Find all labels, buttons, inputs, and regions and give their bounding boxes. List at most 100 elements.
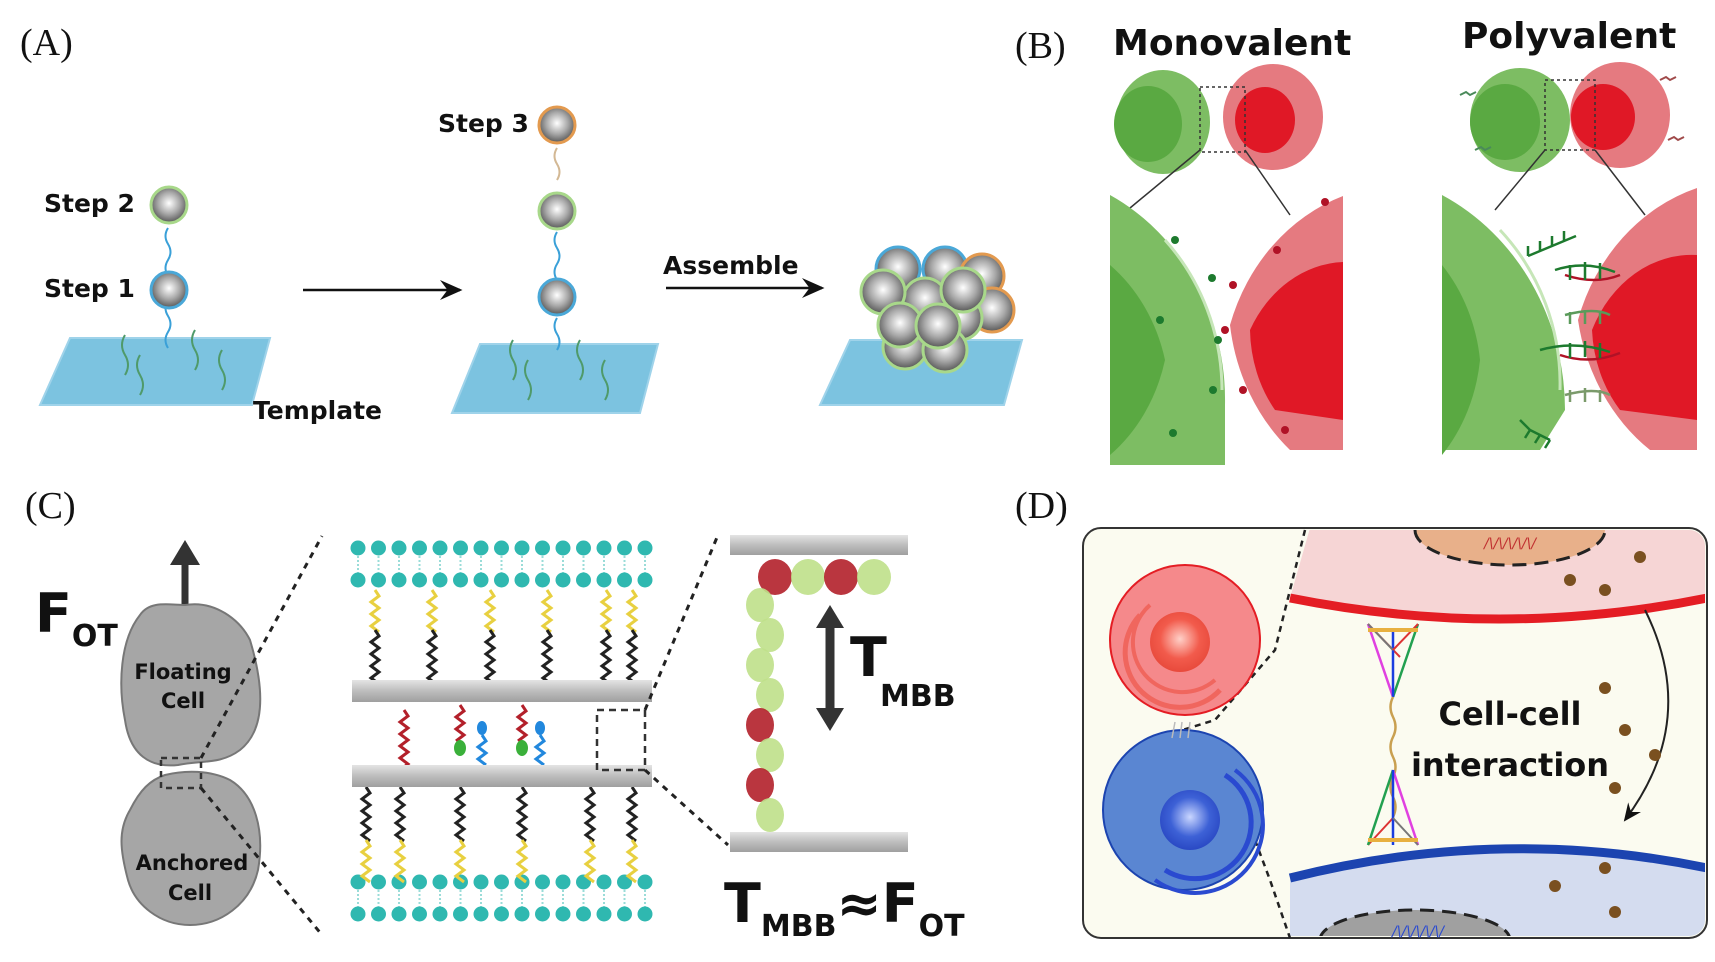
- dna-strand: [393, 839, 407, 884]
- red-cell-dna-glyph: /\/\/\/\/\/: [1482, 536, 1537, 552]
- dna-strand: [393, 786, 407, 843]
- helix-turn: [746, 648, 774, 682]
- lipid-head: [514, 906, 530, 922]
- lipid-head: [453, 572, 468, 588]
- lipid-head: [412, 572, 427, 588]
- lipid-head: [350, 540, 366, 556]
- lipid-head: [432, 874, 448, 890]
- dna-strand: [483, 589, 497, 634]
- step1-particle: [149, 270, 189, 310]
- lipid-head: [432, 906, 448, 922]
- dna-helix: [746, 559, 891, 832]
- dna-strand: [625, 839, 639, 884]
- lipid-head: [535, 540, 550, 556]
- lipid-head: [391, 540, 407, 556]
- helix-turn: [746, 768, 774, 802]
- dna-strand: [599, 589, 613, 634]
- dna-strand: [625, 589, 639, 634]
- lipid-head: [555, 540, 571, 556]
- dna-fluorophore: [535, 721, 545, 735]
- interaction-caption-1: Cell-cell: [1438, 695, 1581, 733]
- anchored-cell-label-1: Anchored: [136, 851, 249, 875]
- lipid-head: [596, 572, 612, 588]
- red-cell-membrane: [1289, 593, 1705, 624]
- dna-strand: [359, 839, 373, 884]
- blue-cell-membrane: [1288, 844, 1705, 883]
- dna-strand: [425, 629, 439, 686]
- monovalent-small-cells: [1114, 64, 1323, 216]
- lipid-head: [637, 540, 653, 556]
- lipid-head: [391, 874, 407, 890]
- zoom-bar-top: [730, 535, 908, 555]
- lipid-head: [391, 572, 407, 588]
- panel-a-label: (A): [20, 22, 73, 64]
- helix-turn: [756, 798, 784, 832]
- dna-strand: [515, 704, 529, 743]
- lipid-head: [473, 906, 489, 922]
- lipid-head: [535, 572, 550, 588]
- template-surface-2: [450, 147, 660, 414]
- lipid-head: [617, 540, 632, 556]
- dna-strand: [533, 734, 547, 767]
- lipid-head: [432, 540, 448, 556]
- dna-strand: [368, 629, 382, 686]
- lipid-head: [371, 906, 386, 922]
- anchored-cell: [120, 770, 262, 927]
- lipid-head: [412, 540, 427, 556]
- lipid-head: [473, 874, 489, 890]
- lipid-head: [596, 540, 612, 556]
- monovalent-title: Monovalent: [1113, 23, 1351, 64]
- dna-strand: [425, 589, 439, 634]
- panel-c-label: (C): [25, 485, 76, 527]
- helix-turn: [756, 618, 784, 652]
- dna-strand: [583, 839, 597, 884]
- dna-strand: [368, 589, 382, 634]
- dna-tether-strands: [359, 589, 639, 884]
- lipid-head: [371, 540, 386, 556]
- lipid-head: [473, 540, 489, 556]
- dna-zoom-box: [595, 708, 647, 772]
- lipid-head: [514, 540, 530, 556]
- dna-strand: [483, 629, 497, 686]
- lipid-head: [555, 906, 571, 922]
- helix-turn: [746, 588, 774, 622]
- dna-strand: [540, 629, 554, 686]
- panel-b: (B) Monovalent Polyvalent: [1015, 16, 1697, 465]
- template-label: Template: [253, 396, 382, 425]
- lipid-head: [473, 572, 489, 588]
- interaction-caption-2: interaction: [1411, 746, 1609, 784]
- blue-cell-nucleus: [1160, 790, 1220, 850]
- panel-d: (D) /\/\/\/\/\/ /\/\/\/\/\/: [1015, 485, 1708, 940]
- lipid-head: [350, 874, 366, 890]
- lipid-head: [576, 540, 591, 556]
- dna-fluorophore: [516, 740, 528, 756]
- dna-fluorophore: [454, 740, 466, 756]
- flow-arrow: [1623, 609, 1670, 822]
- dna-tetrahedron-bottom: [1366, 769, 1420, 846]
- lipid-head: [596, 906, 612, 922]
- dna-strand: [625, 629, 639, 686]
- dna-strand: [540, 589, 554, 634]
- step3-label: Step 3: [438, 109, 529, 138]
- helix-turn: [746, 708, 774, 742]
- helix-turn: [791, 559, 825, 595]
- panel-a: (A) Step 1 Step 2 Template: [20, 22, 1024, 425]
- floating-cell-label-2: Cell: [161, 689, 205, 713]
- dna-strand: [583, 786, 597, 843]
- lipid-head: [617, 906, 632, 922]
- monovalent-zoom: [1110, 195, 1343, 465]
- lipid-head: [617, 572, 632, 588]
- lipid-bilayer-bottom: [350, 874, 653, 922]
- lipid-head: [637, 874, 653, 890]
- step1-particle-chain: [537, 277, 577, 317]
- dna-strand: [453, 704, 467, 743]
- step1-label: Step 1: [44, 274, 135, 303]
- panel-b-label: (B): [1015, 25, 1066, 67]
- lipid-head: [494, 540, 509, 556]
- lipid-head: [371, 572, 386, 588]
- dna-strand: [515, 786, 529, 843]
- dna-strand: [453, 786, 467, 843]
- lipid-head: [371, 874, 386, 890]
- lipid-head: [637, 906, 653, 922]
